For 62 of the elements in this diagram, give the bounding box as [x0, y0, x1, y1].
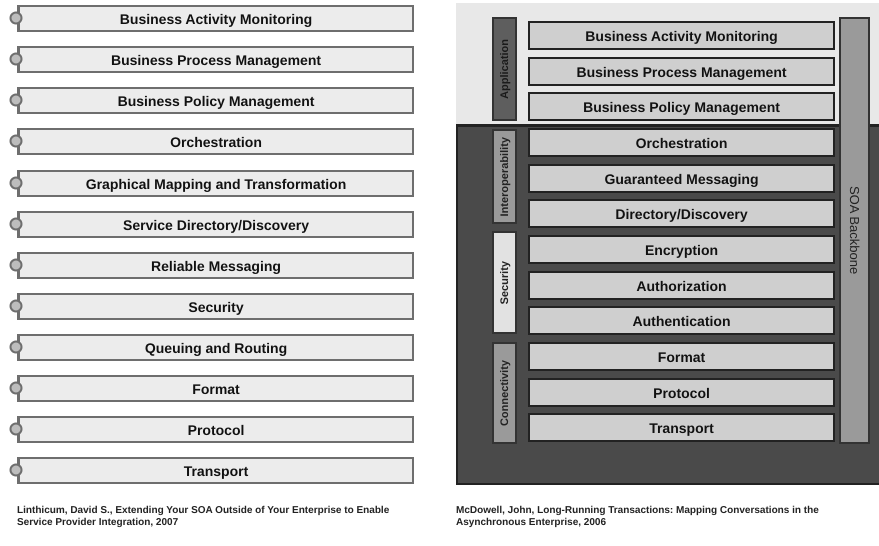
- layer-bar: [528, 57, 835, 86]
- layer-label: Encryption: [644, 242, 718, 258]
- layer-label: Protocol: [653, 384, 710, 400]
- layer-bar: [528, 378, 835, 407]
- layer-bar: [528, 306, 835, 335]
- layer-label: Format: [192, 380, 240, 396]
- backbone-bar: [839, 17, 870, 444]
- layer-label: Business Process Management: [576, 64, 787, 80]
- layer-label: Reliable Messaging: [151, 258, 281, 274]
- layer-label: Protocol: [188, 422, 244, 438]
- layer-label: Service Directory/Discovery: [123, 216, 309, 232]
- layer-bar: [17, 128, 414, 155]
- backbone-label: SOA Backbone: [847, 186, 862, 275]
- layer-bar: [528, 164, 835, 193]
- layer-bar: [528, 128, 835, 157]
- category-label: Connectivity: [498, 360, 510, 426]
- layer-bar: [17, 87, 414, 114]
- layer-bar: [17, 416, 414, 443]
- category-label: Security: [498, 260, 510, 304]
- citation-text: McDowell, John, Long-Running Transactions: Mapping Conversations in the Asynchronous Enterprise, 2006: [456, 505, 820, 529]
- layer-bar: [528, 413, 835, 442]
- layer-bar: [17, 457, 414, 484]
- layer-bar: [528, 271, 835, 300]
- category-label: Application: [498, 39, 510, 99]
- layer-bar: [528, 199, 835, 228]
- layer-bar: [528, 21, 835, 50]
- layer-label: Business Activity Monitoring: [585, 28, 778, 44]
- architecture-panel: [456, 3, 879, 485]
- layer-bar: [528, 235, 835, 264]
- layer-label: Format: [658, 348, 706, 364]
- layer-label: Orchestration: [170, 134, 262, 150]
- application-band: [456, 3, 879, 127]
- layer-bar: [17, 334, 414, 361]
- layer-label: Business Process Management: [110, 52, 322, 68]
- layer-label: Security: [188, 298, 244, 314]
- layer-bar: [17, 211, 414, 238]
- layer-bar: [17, 252, 414, 279]
- layer-bar: [17, 170, 414, 197]
- category-bar: [492, 17, 517, 121]
- layer-label: Graphical Mapping and Transformation: [86, 176, 346, 192]
- layer-label: Business Policy Management: [583, 98, 780, 114]
- layer-label: Transport: [184, 462, 248, 478]
- layer-label: Guaranteed Messaging: [604, 170, 759, 186]
- category-label: Interoperability: [498, 136, 510, 216]
- layer-bar: [17, 5, 414, 32]
- layer-label: Directory/Discovery: [615, 206, 748, 222]
- layer-label: Authorization: [636, 278, 727, 294]
- layer-bar: [17, 46, 414, 73]
- layer-label: Orchestration: [636, 134, 728, 150]
- layer-label: Queuing and Routing: [144, 340, 288, 356]
- layer-bar: [528, 342, 835, 371]
- layer-bar: [17, 375, 414, 402]
- citation-text: Linthicum, David S., Extending Your SOA Outside of Your Enterprise to Enable Service Provider Integration, 2007: [17, 505, 390, 529]
- layer-bar: [528, 92, 835, 121]
- layer-bar: [17, 293, 414, 320]
- layer-label: Authentication: [632, 312, 730, 328]
- layer-label: Transport: [649, 420, 714, 436]
- layer-label: Business Activity Monitoring: [120, 10, 312, 26]
- category-bar: [492, 231, 517, 334]
- layer-label: Business Policy Management: [118, 92, 314, 108]
- category-bar: [492, 129, 517, 224]
- category-bar: [492, 342, 517, 444]
